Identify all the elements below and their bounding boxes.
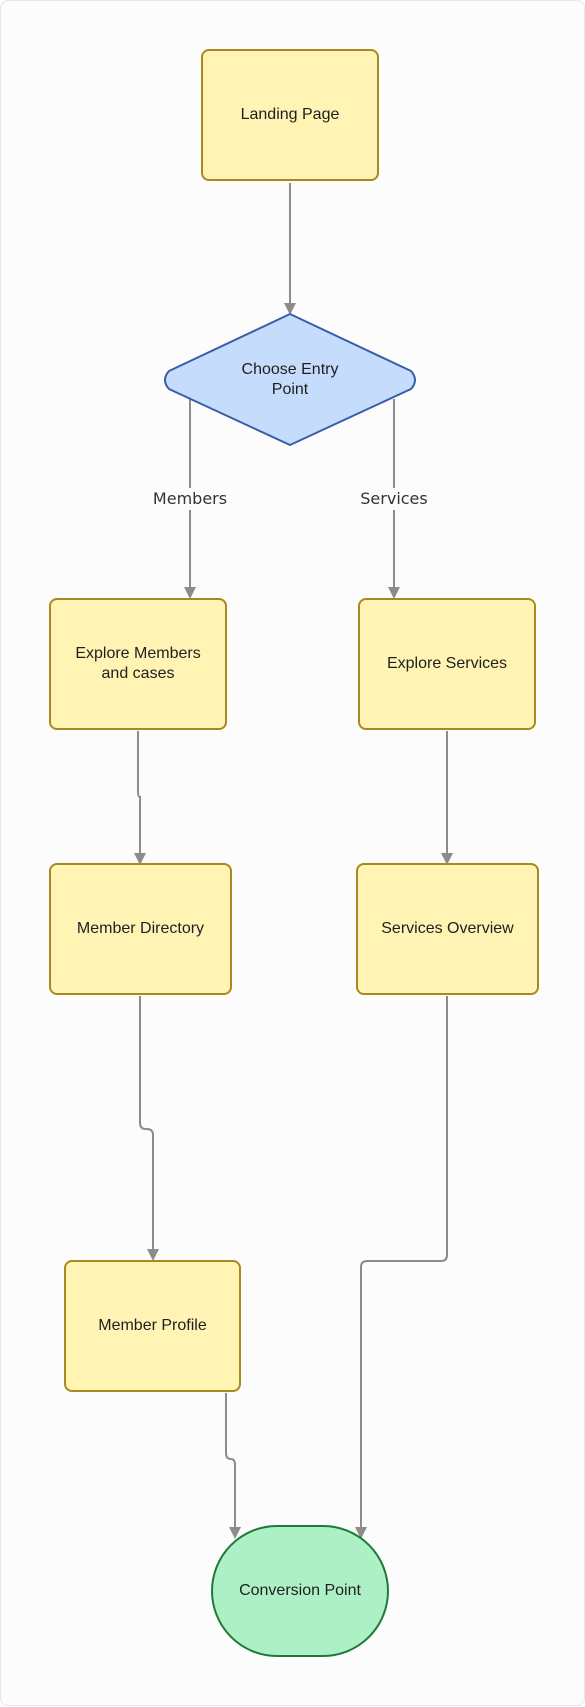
node-explore-services[interactable]: Explore Services [358,598,536,730]
edge-profile-to-conversion [225,1393,241,1539]
node-label: Member Profile [98,1317,207,1334]
node-label: Conversion Point [239,1582,361,1599]
decision-diamond [164,313,416,446]
node-label: Member Directory [76,920,205,937]
node-explore-members[interactable]: Explore Members and cases [49,598,227,730]
node-services-overview[interactable]: Services Overview [356,863,539,995]
edge-overview-to-conversion [355,996,448,1539]
node-label: Choose Entry Point [241,361,339,398]
edge-directory-to-profile [139,996,159,1261]
edge-label-members: Members [150,488,230,510]
node-conversion-point[interactable]: Conversion Point [211,1525,389,1657]
edge-label-services: Services [358,488,430,510]
node-landing-page[interactable]: Landing Page [201,49,379,181]
node-label: Explore Members and cases [75,645,201,682]
node-member-directory[interactable]: Member Directory [49,863,232,995]
node-label: Services Overview [381,920,514,937]
node-choose-entry-point[interactable]: Choose Entry Point [225,350,355,410]
node-label: Landing Page [240,106,340,123]
node-member-profile[interactable]: Member Profile [64,1260,241,1392]
edge-explore-members-to-directory [134,731,146,865]
node-label: Explore Services [386,655,508,672]
